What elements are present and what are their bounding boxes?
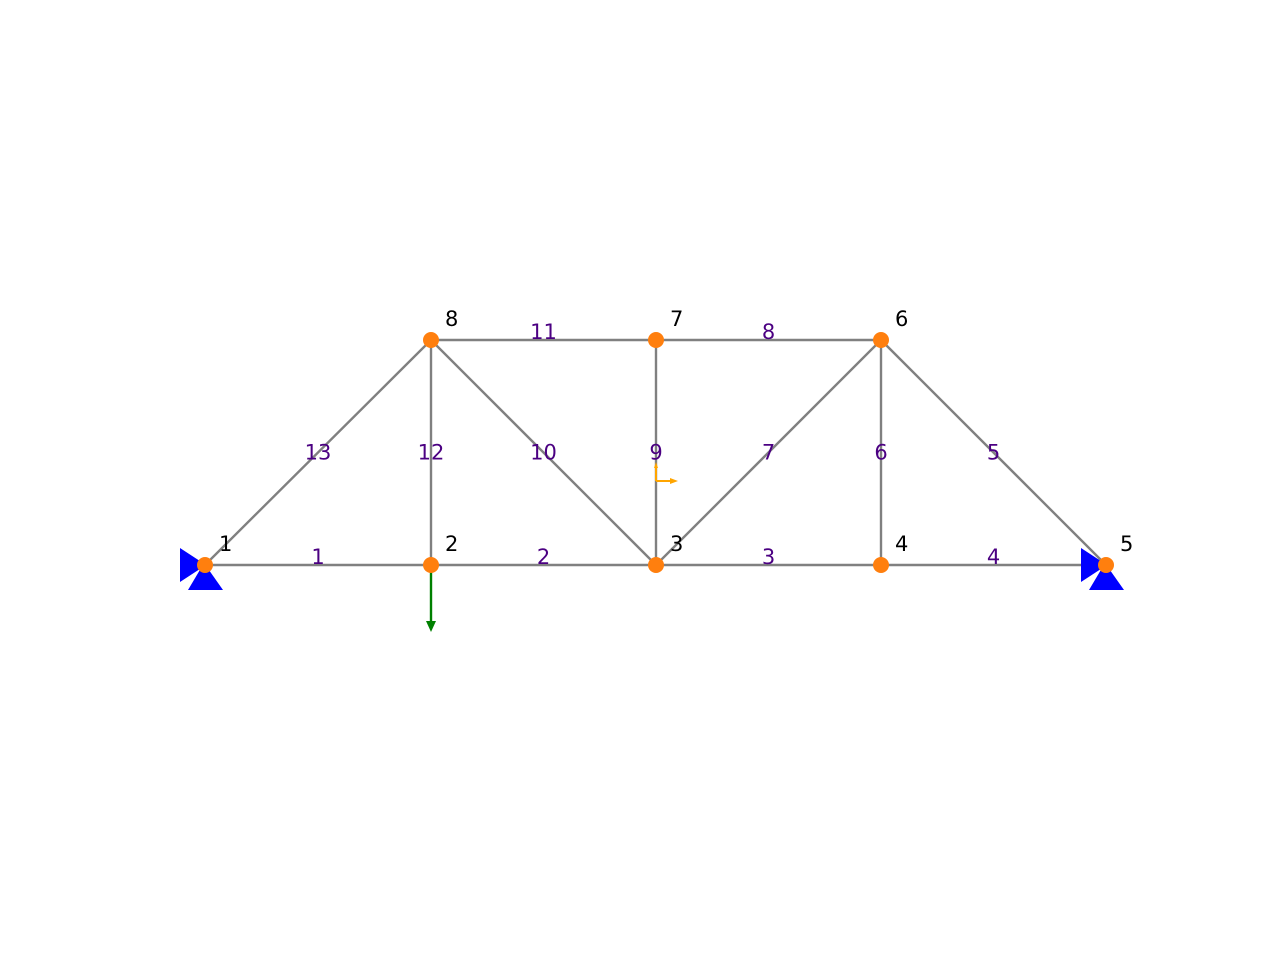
support-node-1-icon (180, 548, 223, 590)
node-label-4: 4 (895, 532, 908, 556)
node-label-1: 1 (219, 532, 232, 556)
element-label-6: 6 (874, 441, 887, 465)
member-7 (654, 338, 883, 567)
local-axes-icon (654, 462, 678, 484)
node-label-6: 6 (895, 307, 908, 331)
node-8 (423, 332, 439, 348)
nodes-layer (197, 332, 1114, 573)
element-label-7: 7 (762, 441, 775, 465)
member-5 (879, 338, 1108, 567)
member-10 (429, 338, 658, 567)
supports-layer (180, 548, 1124, 590)
node-2 (423, 557, 439, 573)
node-5 (1098, 557, 1114, 573)
node-4 (873, 557, 889, 573)
node-label-3: 3 (670, 532, 683, 556)
element-label-3: 3 (762, 545, 775, 569)
element-label-2: 2 (537, 545, 550, 569)
members-layer (203, 338, 1108, 567)
node-3 (648, 557, 664, 573)
element-label-13: 13 (305, 441, 332, 465)
node-label-5: 5 (1120, 532, 1133, 556)
load-arrow-node-2-icon (426, 570, 436, 632)
element-label-8: 8 (762, 320, 775, 344)
element-label-5: 5 (987, 441, 1000, 465)
element-label-9: 9 (649, 441, 662, 465)
support-node-5-icon (1081, 548, 1124, 590)
element-label-10: 10 (530, 441, 557, 465)
member-13 (203, 338, 433, 567)
element-label-11: 11 (530, 320, 557, 344)
node-label-2: 2 (445, 532, 458, 556)
node-label-8: 8 (445, 307, 458, 331)
node-6 (873, 332, 889, 348)
loads-layer (426, 570, 436, 632)
node-1 (197, 557, 213, 573)
element-label-1: 1 (311, 545, 324, 569)
node-7 (648, 332, 664, 348)
element-label-12: 12 (418, 441, 445, 465)
node-label-7: 7 (670, 307, 683, 331)
element-label-4: 4 (987, 545, 1000, 569)
